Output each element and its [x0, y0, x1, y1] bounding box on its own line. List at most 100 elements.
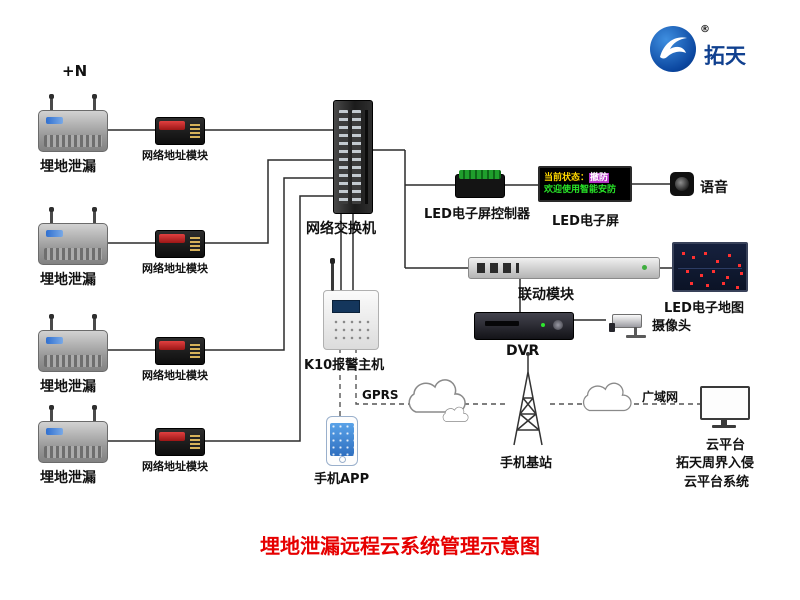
led-controller-label: LED电子屏控制器 [424, 207, 530, 222]
cctv-camera-icon [609, 308, 652, 338]
linkage-label: 联动模块 [518, 287, 574, 303]
k10-screen [332, 300, 360, 313]
module-pins [190, 344, 200, 358]
cell-tower [513, 352, 543, 446]
antenna-icon [92, 314, 97, 332]
system-note-line2: 云平台系统 [684, 475, 750, 490]
system-note-line1: 拓天周界入侵 [676, 456, 755, 471]
registered-mark: ® [700, 24, 710, 35]
camera-body [609, 314, 642, 332]
phone-screen [330, 423, 354, 456]
dashed-wires-gprs [339, 348, 700, 416]
network-address-module-1 [155, 117, 205, 145]
speaker-cone [675, 177, 689, 191]
module-red-panel [159, 432, 185, 441]
diagram-title: 埋地泄漏远程云系统管理示意图 [260, 534, 540, 558]
detector-body [38, 330, 108, 372]
dvr-led [541, 323, 545, 327]
logo-swoosh-icon [660, 37, 687, 59]
led-status-prefix: 当前状态： [544, 173, 590, 183]
gprs-annotation: GPRS [362, 388, 399, 402]
buried-leak-detector-3 [38, 314, 108, 372]
antenna-icon [49, 405, 54, 423]
switch-side-strip [365, 110, 368, 204]
antenna-icon [92, 94, 97, 112]
solid-wires [108, 129, 672, 442]
antenna-icon [92, 405, 97, 423]
brand-name: 拓天 [704, 44, 746, 68]
detector-logo-mark [46, 428, 63, 435]
wan-annotation: 广域网 [642, 390, 679, 404]
buried-leak-detector-2 [38, 207, 108, 265]
dvr-label: DVR [506, 343, 540, 359]
led-map-label: LED电子地图 [664, 301, 744, 316]
voice-label: 语音 [700, 180, 728, 196]
sensor-label-4: 埋地泄漏 [40, 470, 96, 486]
detector-logo-mark [46, 230, 63, 237]
buried-leak-detector-4 [38, 405, 108, 463]
led-status-value: 撤防 [589, 173, 610, 183]
network-address-module-3 [155, 337, 205, 365]
network-switch [333, 100, 373, 214]
camera-lens [609, 323, 615, 332]
switch-ports [339, 110, 348, 204]
cloud-platform-monitor-icon [700, 386, 750, 432]
dvr-disc-slot [485, 321, 519, 326]
module-pins [190, 435, 200, 449]
module-red-panel [159, 341, 185, 350]
detector-logo-mark [46, 117, 63, 124]
map-grid-line [678, 268, 742, 269]
detector-fins [44, 446, 102, 458]
phone-app-label: 手机APP [314, 472, 370, 487]
module-label-2: 网络地址模块 [142, 262, 208, 275]
module-red-panel [159, 121, 185, 130]
module-label-3: 网络地址模块 [142, 369, 208, 382]
brand-logo: ® 拓天 [650, 24, 790, 78]
k10-alarm-host [323, 258, 379, 350]
detector-body [38, 223, 108, 265]
antenna-icon [330, 258, 335, 291]
monitor-base [712, 425, 736, 428]
network-address-module-4 [155, 428, 205, 456]
dvr-unit [474, 312, 574, 340]
module-label-1: 网络地址模块 [142, 149, 208, 162]
sensor-label-3: 埋地泄漏 [40, 379, 96, 395]
module-red-panel [159, 234, 185, 243]
led-display-panel: 当前状态：撤防 欢迎使用智能安防 [538, 166, 632, 202]
camera-label: 摄像头 [652, 319, 692, 334]
module-pins [190, 124, 200, 138]
detector-logo-mark [46, 337, 63, 344]
switch-label: 网络交换机 [306, 221, 376, 237]
cloud-shapes [408, 379, 632, 422]
led-screen-label: LED电子屏 [552, 214, 619, 229]
phone-home-button [339, 456, 346, 463]
map-alarm-dots [682, 252, 685, 255]
voice-speaker-icon [670, 172, 694, 196]
detector-body [38, 110, 108, 152]
linkage-module [468, 257, 660, 279]
brand-logo-mark-icon [650, 26, 696, 72]
sensor-label-2: 埋地泄漏 [40, 272, 96, 288]
monitor-screen [700, 386, 750, 420]
led-screen-controller [455, 170, 505, 198]
detector-body [38, 421, 108, 463]
linkage-led [642, 265, 647, 270]
dvr-knob [553, 320, 563, 330]
camera-base [626, 335, 646, 338]
cloud-platform-label: 云平台 [706, 438, 746, 453]
mobile-app-phone-icon [326, 416, 358, 466]
led-electronic-map [672, 242, 748, 292]
linkage-ports [477, 263, 519, 273]
antenna-icon [92, 207, 97, 225]
switch-ports [352, 110, 361, 204]
antenna-icon [49, 314, 54, 332]
plus-n-annotation: +N [62, 62, 88, 80]
detector-fins [44, 248, 102, 260]
detector-fins [44, 355, 102, 367]
antenna-icon [49, 207, 54, 225]
controller-terminal-block [459, 170, 501, 179]
sensor-label-1: 埋地泄漏 [40, 159, 96, 175]
buried-leak-detector-1 [38, 94, 108, 152]
